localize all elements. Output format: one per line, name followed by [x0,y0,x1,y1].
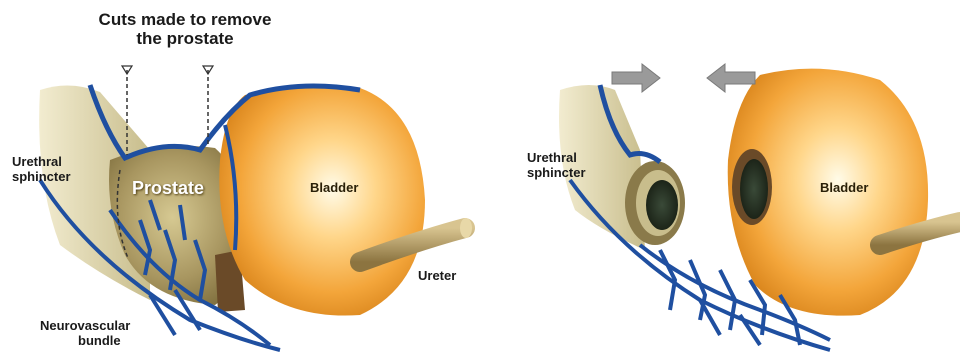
approximation-arrows [612,64,755,92]
label-line: Urethral [12,154,71,169]
arrow-left [707,64,755,92]
right-panel [559,64,960,350]
label-prostate: Prostate [132,178,204,199]
label-line: sphincter [527,165,586,180]
label-line: sphincter [12,169,71,184]
title-line-1: Cuts made to remove [60,10,310,29]
left-panel [39,66,472,350]
label-urethral-sphincter-right: Urethral sphincter [527,150,586,180]
diagram-title: Cuts made to remove the prostate [60,10,310,48]
bladder-shape [219,85,425,315]
label-line: bundle [40,333,130,348]
label-bladder-left: Bladder [310,180,358,195]
title-line-2: the prostate [60,29,310,48]
label-line: Neurovascular [40,318,130,333]
label-bladder-right: Bladder [820,180,868,195]
label-neurovascular-bundle: Neurovascular bundle [40,318,130,348]
label-ureter: Ureter [418,268,456,283]
label-urethral-sphincter-left: Urethral sphincter [12,154,71,184]
arrow-right [612,64,660,92]
label-line: Urethral [527,150,586,165]
